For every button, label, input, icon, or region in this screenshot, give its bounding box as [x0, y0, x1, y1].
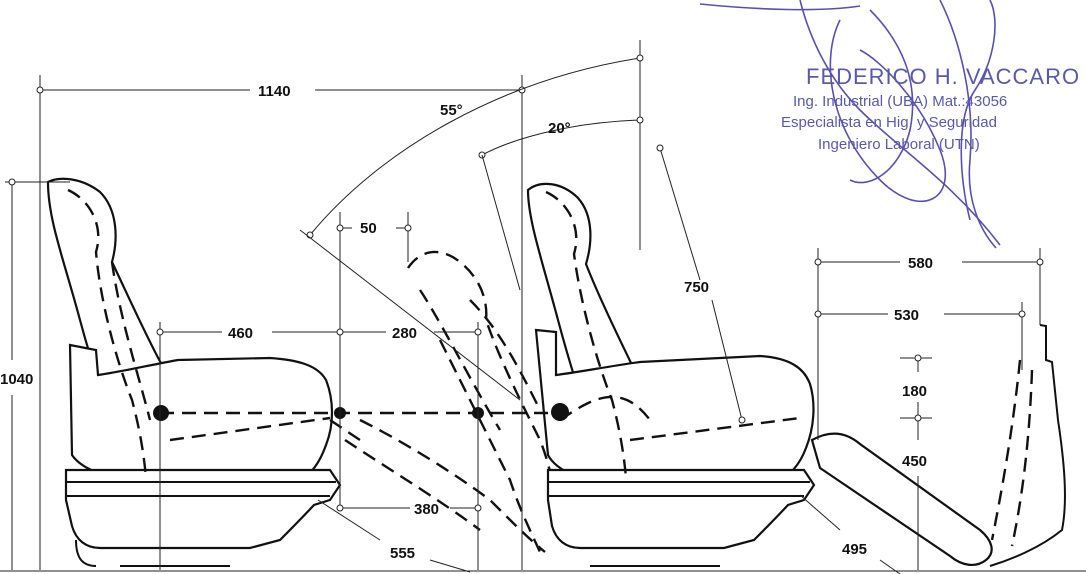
dim-750: 750 — [684, 279, 709, 296]
dim-460: 460 — [228, 325, 253, 342]
dim-50: 50 — [360, 220, 377, 237]
chair-upright — [46, 177, 342, 567]
dim-450: 450 — [902, 453, 927, 470]
pivot-dot-4 — [551, 403, 569, 421]
dim-280: 280 — [392, 325, 417, 342]
engineer-stamp: FEDERICO H. VACCARO Ing. Industrial (UBA… — [781, 64, 1080, 153]
stamp-line-3: Ingeniero Laboral (UTN) — [818, 136, 980, 153]
dim-55-deg: 55° — [440, 102, 463, 119]
pivot-dot-1 — [153, 405, 169, 421]
dim-20-deg: 20° — [548, 120, 571, 137]
dimension-labels: 1140 55° 20° 50 460 280 1040 380 555 750… — [0, 83, 933, 562]
dim-495: 495 — [842, 541, 867, 558]
dim-580: 580 — [908, 255, 933, 272]
stamp-line-1: Ing. Industrial (UBA) Mat.:43056 — [793, 93, 1007, 110]
dim-1040: 1040 — [0, 371, 33, 388]
chair-recline-ghost — [329, 250, 562, 553]
dim-555: 555 — [390, 545, 415, 562]
signature — [699, 0, 1001, 249]
dim-1140: 1140 — [258, 83, 291, 100]
stamp-line-2: Especialista en Hig. y Seguridad — [781, 114, 997, 131]
pivot-line — [153, 403, 801, 442]
dim-380: 380 — [414, 501, 439, 518]
dim-530: 530 — [894, 307, 919, 324]
chair-reclined — [526, 182, 1066, 567]
dim-180: 180 — [902, 383, 927, 400]
dimension-lines — [0, 40, 1086, 574]
stamp-name: FEDERICO H. VACCARO — [806, 64, 1080, 89]
